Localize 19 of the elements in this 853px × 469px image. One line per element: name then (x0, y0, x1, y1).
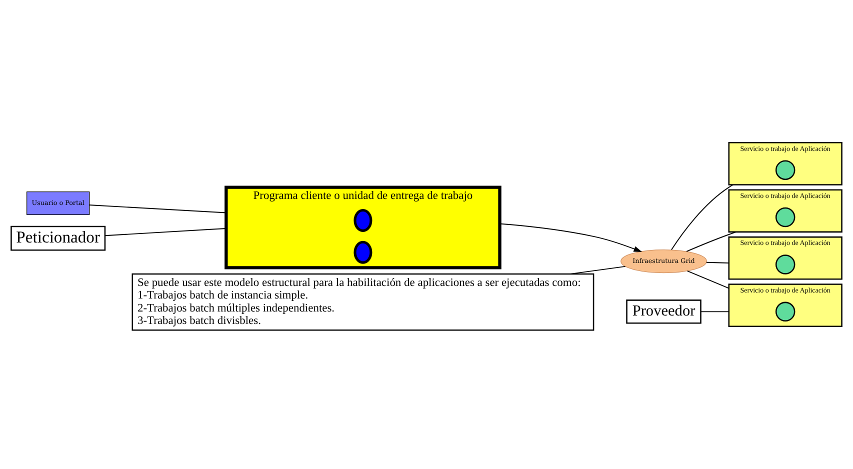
node-circle (775, 160, 796, 180)
connector (89, 204, 227, 214)
node-circle (775, 207, 796, 228)
node-box: Se puede usar este modelo estructural para la habilitación de aplicaciones a ser ejecutadas como: 1-Trabajos batch de instancia simple. 2-Trabajos batch múltiples independientes. 3-Trabajos batch divisbles. (132, 273, 594, 331)
node-box: Peticionador (10, 226, 106, 251)
connector (686, 270, 730, 289)
node-ellipse (354, 208, 372, 232)
connector (670, 184, 734, 250)
arrow (499, 223, 642, 252)
connector (700, 311, 730, 312)
node-circle (775, 302, 796, 322)
connector (706, 262, 730, 264)
node-circle (775, 254, 796, 274)
connector (569, 266, 626, 275)
connector (104, 228, 227, 236)
connector (686, 231, 737, 252)
node-box: Proveedor (626, 300, 702, 324)
node-ellipse (354, 240, 372, 264)
cluster: Programa cliente o unidad de entrega de trabajo (224, 186, 502, 270)
